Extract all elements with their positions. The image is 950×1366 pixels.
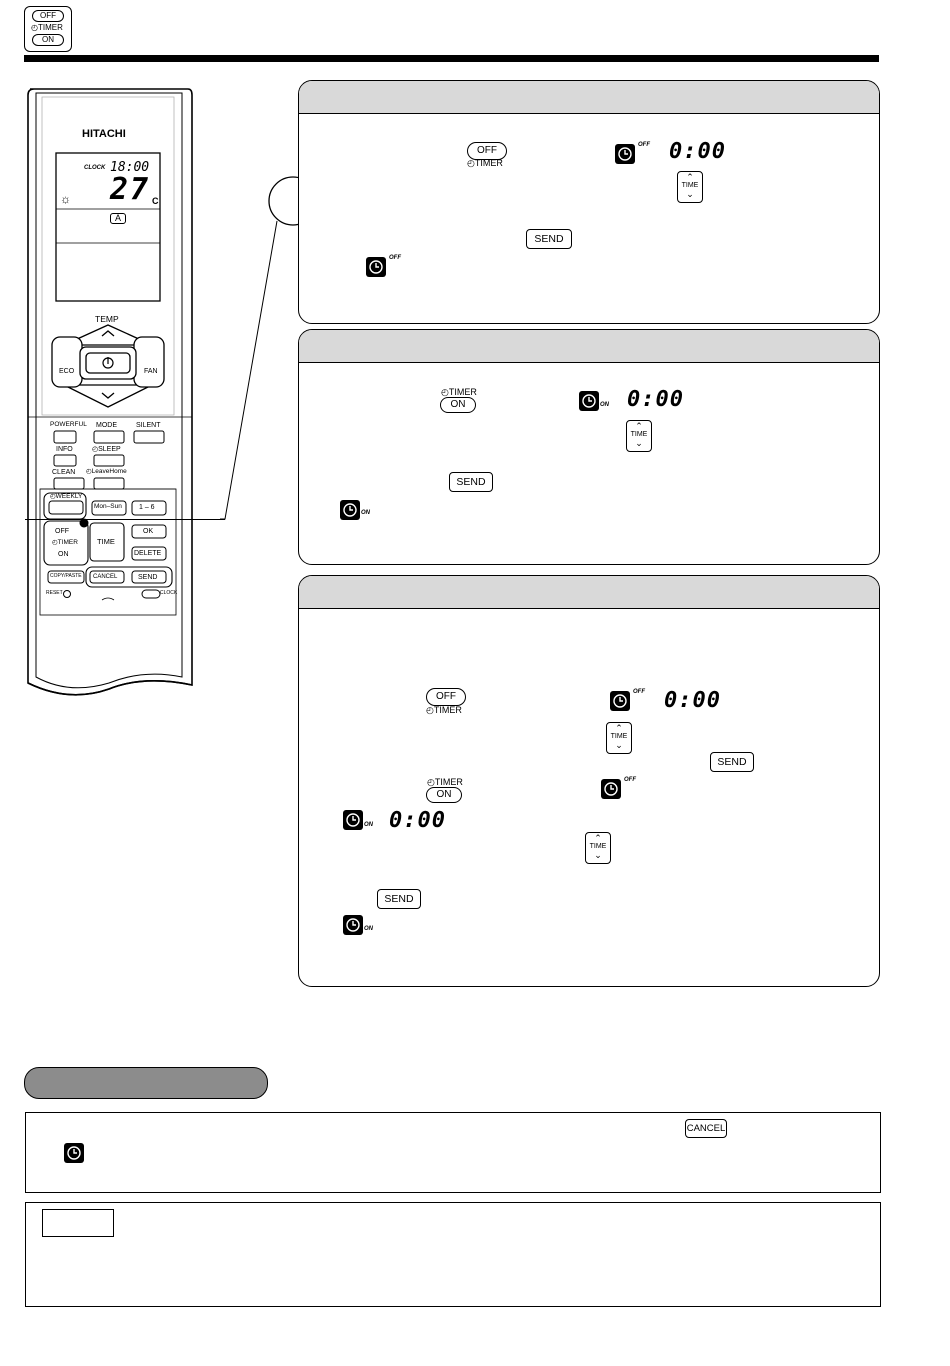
send-button: SEND [449, 472, 493, 492]
timer-clock-icon [579, 391, 599, 411]
timer-clock-icon [343, 810, 363, 830]
display-clock-label: CLOCK [84, 165, 106, 171]
mon-sun-button: Mon–Sun [94, 503, 122, 510]
display-temp-unit: C [152, 196, 159, 206]
remote-on-button: ON [58, 551, 69, 558]
time-display: 0:00 [627, 387, 684, 412]
fan-label: FAN [144, 368, 158, 375]
note-box [25, 1202, 881, 1307]
time-button: ⌃TIME⌄ [626, 420, 652, 452]
time-button: ⌃TIME⌄ [606, 722, 632, 754]
timer-label: ◴TIMER [467, 158, 503, 168]
display-temp-value: 27 [110, 172, 151, 207]
send-button: SEND [377, 889, 421, 909]
on-button: ON [440, 397, 476, 413]
cooling-icon: ☼ [60, 192, 71, 206]
off-button: OFF [426, 688, 466, 706]
remote-time-button: TIME [97, 537, 115, 546]
remote-send-button: SEND [138, 574, 158, 581]
clean-label: CLEAN [52, 469, 76, 476]
callout-leader-horizontal [25, 519, 225, 520]
remote-control: HITACHI CLOCK 18:00 27 C ☼ A TEMP ECO FA… [24, 85, 194, 705]
sleep-label: ◴SLEEP [92, 446, 121, 453]
reset-label: RESET [46, 590, 63, 596]
cancel-button: CANCEL [685, 1119, 727, 1138]
off-label: OFF [32, 10, 64, 22]
clock-off-sup: OFF [624, 777, 636, 783]
section-label-pill [24, 1067, 268, 1099]
timer-label: ◴TIMER [441, 387, 477, 397]
display-clock-value: 18:00 [110, 160, 150, 175]
remote-timer-label: ◴TIMER [52, 539, 78, 546]
time-button: ⌃TIME⌄ [677, 171, 703, 203]
remote-delete-button: DELETE [134, 550, 162, 557]
off-button: OFF [467, 142, 507, 160]
time-display: 0:00 [664, 688, 721, 713]
timer-clock-icon [343, 915, 363, 935]
clock-on-sup: ON [361, 510, 370, 516]
time-button: ⌃TIME⌄ [585, 832, 611, 864]
send-button: SEND [710, 752, 754, 772]
eco-label: ECO [59, 368, 75, 375]
display-fan-icon: A [110, 213, 127, 224]
clock-on-sup: ON [364, 926, 373, 932]
one-six-button: 1 – 6 [139, 504, 155, 511]
timer-clock-icon [64, 1143, 84, 1163]
send-button: SEND [526, 229, 572, 249]
info-label: INFO [56, 446, 73, 453]
remote-ok-button: OK [143, 528, 154, 535]
panel-off-timer: OFF ◴TIMER OFF 0:00 ⌃TIME⌄ SEND OFF [298, 80, 880, 324]
clock-off-sup: OFF [633, 689, 645, 695]
header-rule [24, 55, 879, 62]
leave-home-label: ◴LeaveHome [86, 468, 127, 475]
time-display: 0:00 [389, 808, 446, 833]
clock-on-sup: ON [364, 822, 373, 828]
silent-label: SILENT [136, 422, 161, 429]
remote-off-button: OFF [55, 528, 69, 535]
panel-header [299, 81, 879, 114]
cancel-info-box: CANCEL [25, 1112, 881, 1193]
clock-label: CLOCK [160, 590, 178, 596]
temp-label: TEMP [95, 314, 119, 324]
timer-label: ◴TIMER [426, 705, 462, 715]
remote-copy-paste-button: COPY/PASTE [50, 573, 82, 579]
mode-label: MODE [96, 422, 117, 429]
brand-logo: HITACHI [82, 128, 126, 140]
timer-label: ◴TIMER [427, 777, 463, 787]
time-display: 0:00 [669, 139, 726, 164]
note-tab [42, 1209, 114, 1237]
timer-button-icon: OFF ◴TIMER ON [24, 6, 72, 52]
timer-clock-icon [601, 779, 621, 799]
clock-off-sup: OFF [638, 142, 650, 148]
timer-clock-icon [610, 691, 630, 711]
timer-label: ◴TIMER [31, 23, 63, 32]
powerful-label: POWERFUL [50, 421, 87, 428]
panel-header [299, 330, 879, 363]
clock-on-sup: ON [600, 402, 609, 408]
on-label: ON [32, 34, 64, 46]
weekly-label: ◴WEEKLY [50, 493, 83, 500]
timer-clock-icon [340, 500, 360, 520]
panel-on-timer: ◴TIMER ON ON 0:00 ⌃TIME⌄ SEND ON [298, 329, 880, 565]
clock-off-sup: OFF [389, 255, 401, 261]
timer-clock-icon [366, 257, 386, 277]
on-button: ON [426, 787, 462, 803]
timer-clock-icon [615, 144, 635, 164]
panel-header [299, 576, 879, 609]
panel-off-on-timer: OFF ◴TIMER OFF 0:00 ⌃TIME⌄ SEND ◴TIMER O… [298, 575, 880, 987]
remote-cancel-button: CANCEL [93, 574, 118, 580]
